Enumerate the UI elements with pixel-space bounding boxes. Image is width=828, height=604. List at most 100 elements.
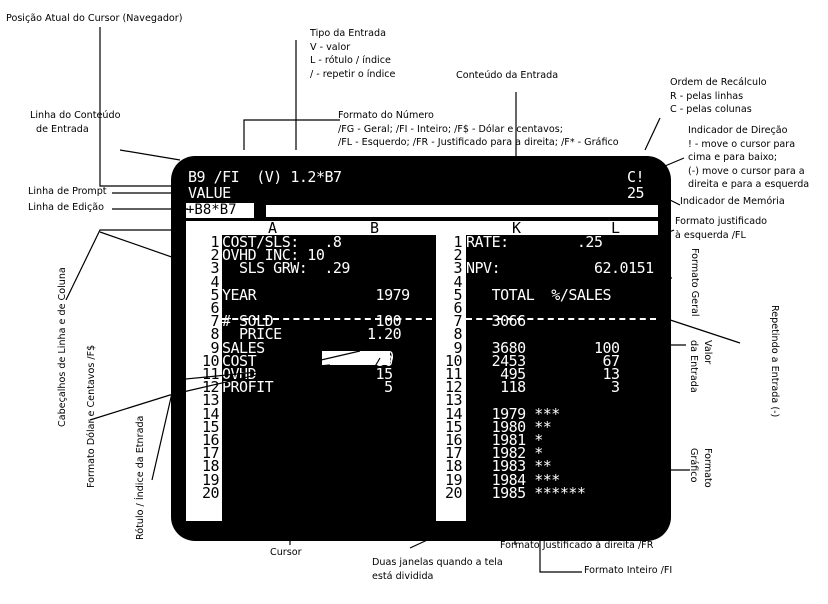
label-entry-type: Tipo da Entrada V - valor L - rótulo / í…	[310, 28, 396, 80]
entry-content-line: B9 /FI (V) 1.2*B7	[188, 168, 342, 186]
column-l-label: L	[611, 219, 621, 237]
label-integer-format: Formato Inteiro /FI	[584, 565, 673, 576]
wire-cursor	[289, 357, 381, 545]
wire-number-format	[243, 119, 340, 150]
cell-row: COST/SLS: .8	[222, 233, 342, 251]
label-direction-indicator: Indicador de Direção ! - move o cursor p…	[688, 125, 810, 190]
row-number: 19	[201, 470, 220, 489]
wire-repeat-entry	[639, 309, 741, 344]
row-number: 19	[444, 470, 463, 489]
row-number: 14	[444, 404, 463, 423]
row-number: 6	[453, 299, 462, 318]
wire-row-col-headers-2	[99, 231, 187, 263]
edit-line-text: +B8*B7	[186, 202, 237, 218]
cell-row: 1979 ***	[466, 404, 561, 423]
label-cursor: Cursor	[270, 547, 302, 558]
wire-memory-indicator	[657, 193, 681, 206]
edit-line: +B8*B7	[186, 203, 254, 218]
cell-cursor	[322, 351, 390, 365]
row-number: 3	[453, 259, 462, 278]
row-number: 16	[201, 431, 220, 450]
row-number: 7	[210, 312, 219, 331]
row-number: 8	[210, 325, 219, 344]
row-number: 8	[453, 325, 462, 344]
row-number: 1	[453, 233, 462, 251]
cell-row: 2453 67	[466, 351, 620, 370]
cell-row: 3066	[466, 312, 527, 331]
wire-row-col-headers	[65, 229, 186, 301]
label-right-justified: Formato Justificado à direita /FR	[500, 540, 654, 551]
row-number: 20	[444, 483, 463, 502]
memory-indicator: 25	[627, 184, 645, 202]
repeat-dash-left	[222, 318, 432, 320]
label-entry-content-line: Linha do Conteúdo de Entrada	[30, 110, 121, 135]
cell-row: 1983 **	[466, 457, 552, 476]
cell-row: 1985 ******	[466, 483, 586, 502]
row-number: 5	[453, 285, 462, 304]
label-prompt-line: Linha de Prompt	[28, 186, 107, 197]
cell-row: NPV: 62.0151	[466, 259, 654, 278]
row-number: 17	[444, 444, 463, 463]
row-number: 7	[453, 312, 462, 331]
row-number: 1	[210, 233, 219, 251]
row-number: 9	[453, 338, 462, 357]
label-row-col-headers: Cabeçalhos de Linha e de Coluna	[57, 267, 68, 427]
row-number: 4	[210, 272, 219, 291]
cell-row: 495 13	[466, 365, 620, 384]
cursor-value: 120	[368, 348, 394, 366]
cell-row: SLS GRW: .29	[222, 259, 350, 278]
row-number: 17	[201, 444, 220, 463]
label-dollar-format: Formato Dólar e Centavos /F$	[86, 344, 97, 488]
row-number: 11	[201, 365, 220, 384]
row-number: 4	[453, 272, 462, 291]
wire-label-index	[151, 364, 331, 481]
cell-row: # SOLD 100	[222, 312, 402, 331]
row-number: 13	[444, 391, 463, 410]
cell-row: 118 3	[466, 378, 620, 397]
repeat-dash-right	[466, 318, 656, 320]
cell-row: PROFIT 5	[222, 378, 393, 397]
wire-cursor-position	[99, 27, 188, 187]
row-header-right-bar	[462, 235, 466, 521]
label-repeat-entry: Repetindo a Entrada (-)	[769, 305, 780, 418]
label-general-format: Formato Geral	[689, 248, 700, 317]
column-header-right	[462, 221, 658, 235]
row-number: 18	[201, 457, 220, 476]
label-entry-value: Valor da Entrada	[688, 340, 714, 393]
wire-direction-indicator	[645, 157, 685, 175]
wire-two-windows	[409, 529, 450, 549]
wire-recalc-order	[644, 117, 661, 151]
window-divider	[436, 221, 462, 521]
row-number: 2	[210, 246, 219, 265]
row-number: 11	[444, 365, 463, 384]
row-number: 9	[210, 338, 219, 357]
cell-row: 1984 ***	[466, 470, 561, 489]
label-label-index: Rótulo / Índice da Etnrada	[135, 415, 146, 540]
cell-row: YEAR 1979	[222, 285, 410, 304]
row-number: 14	[201, 404, 220, 423]
row-number: 10	[201, 351, 220, 370]
cell-row: TOTAL %/SALES	[466, 285, 612, 304]
label-cursor-position: Posição Atual do Cursor (Navegador)	[6, 13, 183, 24]
right-window-cells: RATE: .25 NPV: 62.0151 TOTAL %/SALES 306…	[466, 233, 654, 502]
row-number: 5	[210, 285, 219, 304]
row-number: 12	[201, 378, 220, 397]
monitor-screen	[171, 156, 671, 541]
row-number: 10	[444, 351, 463, 370]
wire-left-justified	[639, 229, 675, 245]
row-number: 13	[201, 391, 220, 410]
cell-row: RATE: .25	[466, 233, 603, 251]
wire-integer-format	[539, 528, 582, 573]
row-number: 6	[210, 299, 219, 318]
wire-entry-content	[494, 92, 517, 179]
label-number-format: Formato do Número /FG - Geral; /FI - Int…	[338, 110, 619, 148]
label-recalc-order: Ordem de Recálculo R - pelas linhas C - …	[670, 77, 767, 115]
column-header-left	[186, 221, 436, 235]
row-number: 16	[444, 431, 463, 450]
column-k-label: K	[512, 219, 522, 237]
cell-row: 1982 *	[466, 444, 544, 463]
row-number: 15	[444, 417, 463, 436]
